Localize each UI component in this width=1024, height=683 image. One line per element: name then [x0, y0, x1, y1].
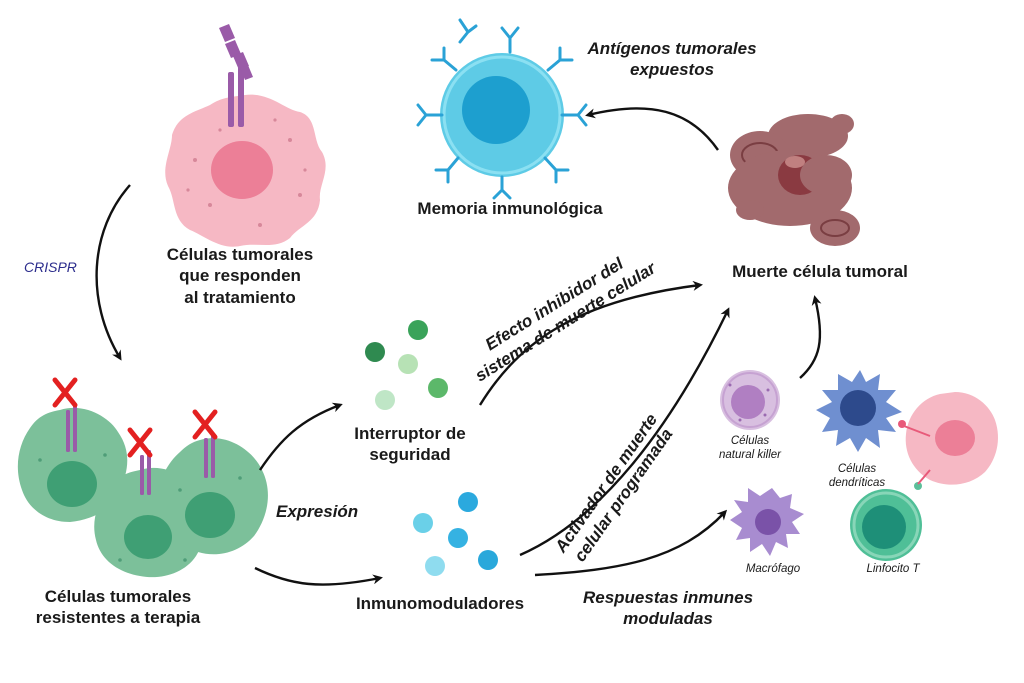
safety-switch-line-2: seguridad: [369, 445, 451, 465]
resistant-tumor-cells: [17, 377, 268, 578]
memory-immune-cell: [416, 18, 588, 200]
nk-cells-line-1: Células: [730, 435, 770, 447]
resistant-cells-line-2: resistentes a terapia: [35, 608, 201, 628]
t-cell-label: Linfocito T: [866, 563, 920, 575]
nk-cells-line-2: natural killer: [719, 449, 781, 462]
expression-label: Expresión: [276, 502, 359, 521]
dying-tumor-cell: [728, 114, 860, 246]
arrow-inhibitor: [478, 280, 703, 406]
t-cell: [850, 489, 922, 561]
dendritic-cell: [816, 370, 902, 452]
responding-cells-line-2: que responden: [179, 266, 301, 286]
arrow-antigens: [585, 107, 719, 151]
modulated-responses-label: Respuestas inmunes moduladas: [568, 587, 768, 630]
resistant-cells-line-1: Células tumorales: [44, 587, 192, 606]
memory-label: Memoria inmunológica: [417, 199, 603, 218]
receptor-icon: [219, 24, 253, 127]
immunomodulator-particles: [413, 492, 498, 576]
exposed-antigens-line-1: Antígenos tumorales: [587, 39, 757, 58]
nk-cells-label: Células natural killer: [705, 434, 795, 463]
arrow-modulated: [534, 509, 728, 577]
dendritic-cells-line-2: dendríticas: [828, 477, 886, 490]
safety-switch-label: Interruptor de seguridad: [340, 423, 480, 466]
dendritic-cells-line-1: Células: [837, 463, 877, 475]
antibody-icon: [416, 18, 588, 200]
macrophage-label: Macrófago: [745, 563, 801, 575]
crispr-label: CRISPR: [24, 259, 77, 275]
flow-arrows: [95, 107, 822, 586]
arrow-expression-safety: [259, 402, 343, 471]
responding-cells-line-3: al tratamiento: [184, 287, 296, 307]
immunomodulators-label: Inmunomoduladores: [355, 594, 525, 613]
modulated-responses-line-1: Respuestas inmunes: [582, 588, 754, 607]
arrow-expression-immuno: [254, 566, 383, 586]
small-tumor-cell: [898, 392, 999, 490]
exposed-antigens-line-2: expuestos: [629, 60, 715, 80]
safety-switch-particles: [365, 320, 448, 410]
arrow-activator: [519, 307, 730, 557]
macrophage-cell: [730, 488, 804, 556]
safety-switch-line-1: Interruptor de: [354, 424, 466, 443]
cross-icon: [52, 377, 218, 458]
modulated-responses-line-2: moduladas: [623, 609, 713, 629]
exposed-antigens-label: Antígenos tumorales expuestos: [572, 38, 772, 81]
resistant-cells-label: Células tumorales resistentes a terapia: [8, 586, 228, 629]
tumor-death-label: Muerte célula tumoral: [732, 262, 908, 281]
responding-cells-label: Células tumorales que responden al trata…: [140, 244, 340, 308]
nk-cell: [720, 370, 780, 430]
dendritic-cells-label: Células dendríticas: [812, 462, 902, 491]
arrow-crispr: [95, 184, 131, 361]
responding-cells-line-1: Células tumorales: [166, 245, 314, 264]
responding-tumor-cell: [165, 24, 326, 247]
arrow-immune-death: [799, 295, 822, 379]
